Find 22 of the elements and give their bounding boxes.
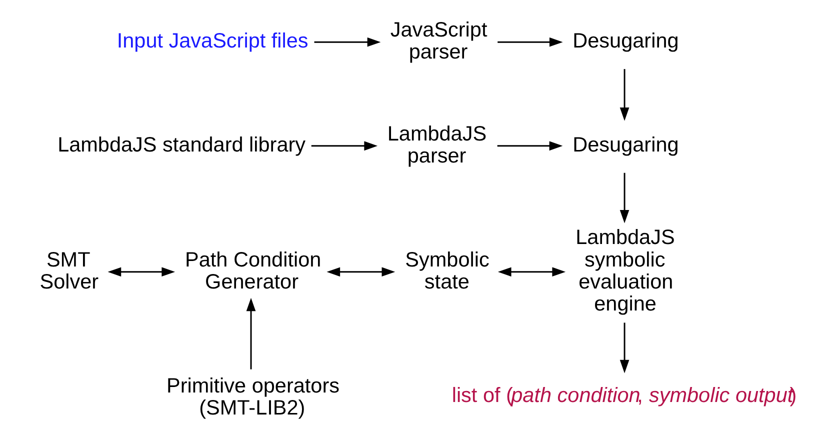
node-text: LambdaJS standard library bbox=[57, 133, 306, 156]
arrow bbox=[246, 298, 256, 370]
node-text: SMT Solver bbox=[39, 248, 98, 294]
arrow bbox=[497, 267, 566, 277]
node-text: JavaScript parser bbox=[390, 18, 487, 64]
node-text: LambdaJS symbolic evaluation engine bbox=[575, 226, 674, 316]
arrow bbox=[619, 172, 629, 224]
node-text: Desugaring bbox=[572, 30, 678, 53]
node-text: LambdaJS parser bbox=[386, 122, 486, 168]
arrow bbox=[496, 141, 562, 151]
node-text: Path Condition Generator bbox=[184, 248, 321, 294]
arrow bbox=[107, 267, 175, 277]
node-text: Symbolic state bbox=[404, 248, 489, 294]
node-text: Primitive operators (SMT-LIB2) bbox=[166, 374, 340, 420]
arrow bbox=[619, 322, 629, 374]
node-text: Input JavaScript files bbox=[116, 30, 308, 53]
arrow bbox=[326, 267, 395, 277]
arrow bbox=[619, 69, 629, 121]
arrow bbox=[310, 141, 378, 151]
arrow bbox=[314, 37, 380, 47]
arrow bbox=[497, 37, 562, 47]
node-text: Desugaring bbox=[572, 133, 678, 156]
